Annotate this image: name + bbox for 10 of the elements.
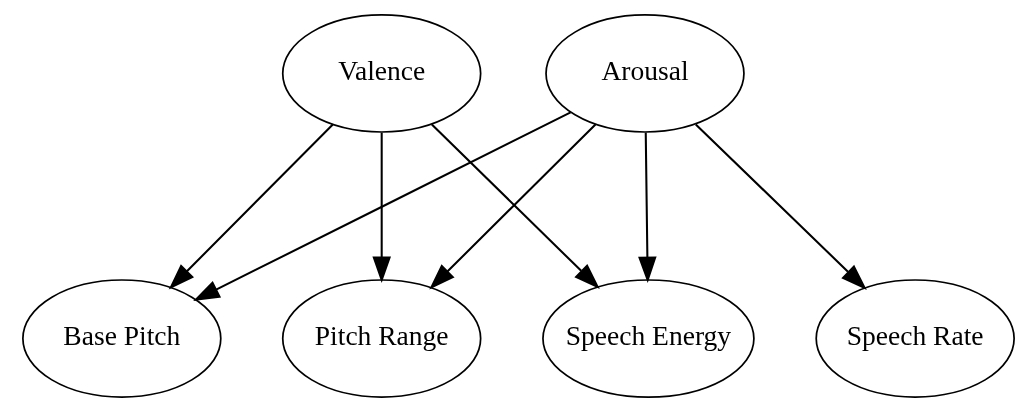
node-ellipse: Speech Energy [541,279,755,398]
arrow [168,123,334,290]
arrow [694,123,867,290]
arrow [192,111,571,302]
node-ellipse: Speech Rate [814,279,1015,398]
node-ellipse: Arousal [544,14,745,133]
node-ellipse: Valence [281,14,481,133]
arrow [637,132,657,284]
arrow [371,132,391,284]
node-ellipse: Pitch Range [281,279,481,398]
